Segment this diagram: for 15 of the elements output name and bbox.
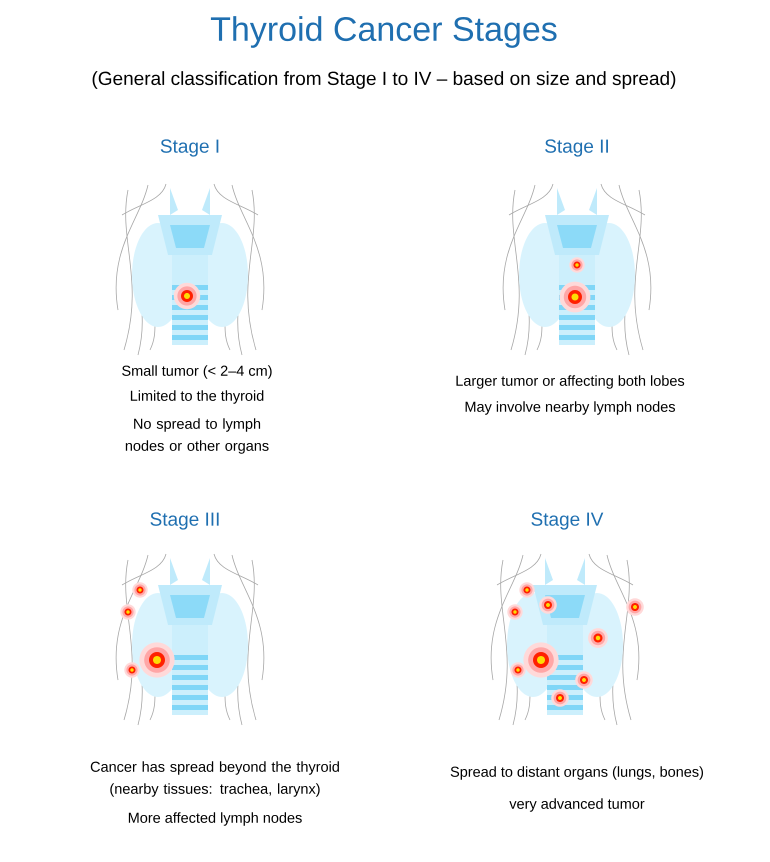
description-text: No spread to lymph nodes or other organs	[126, 418, 269, 454]
description-text: More affected lymph nodes	[128, 812, 302, 826]
description-text: very advanced tumor	[509, 798, 644, 812]
subtitle: (General classification from Stage I to IV – based on size and spread)	[92, 71, 676, 89]
stage-heading: Stage IV	[531, 512, 604, 530]
description-text: May involve nearby lymph nodes	[466, 401, 675, 415]
description-text: Spread to distant organs (lungs, bones)	[450, 766, 704, 780]
stage-heading: Stage III	[150, 512, 219, 530]
description-text: Limited to the thyroid	[130, 390, 264, 404]
stage-heading: Stage I	[160, 139, 218, 157]
title: Thyroid Cancer Stages	[210, 16, 557, 48]
description-text: Larger tumor or affecting both lobes	[456, 375, 684, 389]
stage-heading: Stage II	[545, 139, 608, 157]
description-text: Cancer has spread beyond the thyroid (nearby tissues: trachea, larynx)	[90, 761, 339, 797]
description-text: Small tumor (< 2–4 cm)	[122, 365, 272, 379]
